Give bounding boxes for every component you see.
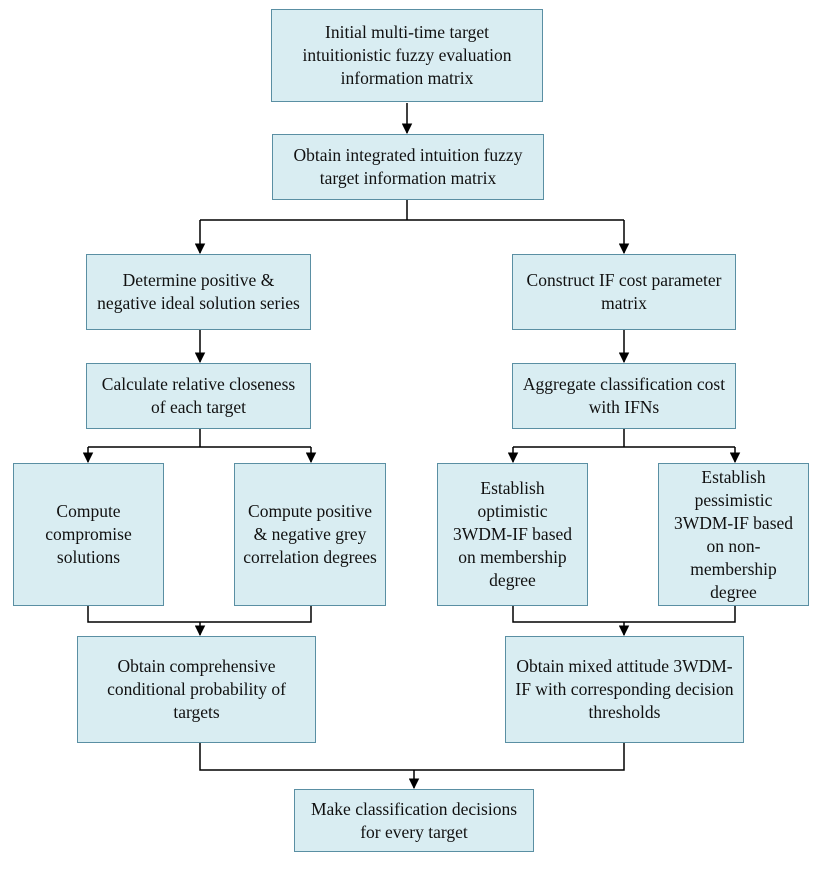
ideal-solution-box: Determine positive & negative ideal solu…: [86, 254, 311, 330]
pessimistic-box: Establish pessimistic 3WDM-IF based on n…: [658, 463, 809, 606]
conditional-probability-box: Obtain comprehensive conditional probabi…: [77, 636, 316, 743]
aggregate-cost-box: Aggregate classification cost with IFNs: [512, 363, 736, 429]
mixed-attitude-box: Obtain mixed attitude 3WDM-IF with corre…: [505, 636, 744, 743]
compromise-box: Compute compromise solutions: [13, 463, 164, 606]
integrated-matrix-box: Obtain integrated intuition fuzzy target…: [272, 134, 544, 200]
line-merge-left: [87, 606, 312, 623]
optimistic-box: Establish optimistic 3WDM-IF based on me…: [437, 463, 588, 606]
relative-closeness-box: Calculate relative closeness of each tar…: [86, 363, 311, 429]
initial-matrix-box: Initial multi-time target intuitionistic…: [271, 9, 543, 102]
final-decision-box: Make classification decisions for every …: [294, 789, 534, 852]
cost-matrix-box: Construct IF cost parameter matrix: [512, 254, 736, 330]
grey-correlation-box: Compute positive & negative grey correla…: [234, 463, 386, 606]
line-merge-final: [199, 743, 625, 771]
line-merge-right: [512, 606, 736, 623]
